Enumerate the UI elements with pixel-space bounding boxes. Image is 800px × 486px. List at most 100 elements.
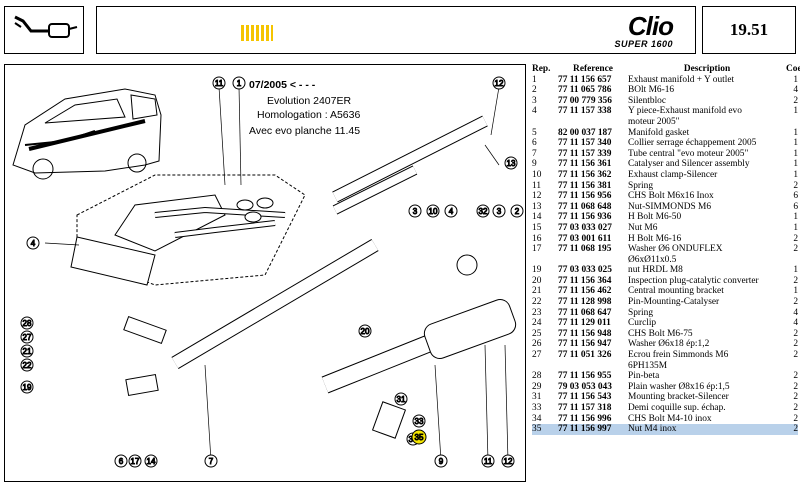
cell-coef (786, 255, 798, 266)
cell-rep: 34 (532, 413, 542, 424)
cell-rep: 31 (532, 392, 542, 403)
cell-coef: 2 (793, 95, 798, 106)
cell-coef: 1 (793, 148, 798, 159)
cell-desc: Y piece-Exhaust manifold evo (628, 106, 742, 117)
svg-text:19: 19 (23, 383, 32, 392)
cell-desc: Tube central "evo moteur 2005" (628, 148, 749, 159)
cell-desc: Mounting bracket-Silencer (628, 392, 729, 403)
header-description: Description (683, 64, 731, 74)
cell-rep: 28 (532, 371, 542, 382)
exhaust-thumbnail (4, 6, 84, 54)
evolution-label: Evolution 2407ER (267, 95, 352, 107)
table-row[interactable]: moteur 2005" (532, 117, 798, 128)
cell-coef: 2 (793, 244, 798, 255)
svg-text:33: 33 (415, 417, 424, 426)
cell-ref: 77 03 033 025 (558, 265, 612, 276)
cell-desc: H Bolt M6-16 (628, 233, 682, 244)
cell-rep: 16 (532, 233, 542, 244)
cell-desc: H Bolt M6-50 (628, 212, 682, 223)
cell-ref: 77 11 068 648 (558, 201, 612, 212)
cell-coef: 6 (793, 191, 798, 202)
cell-rep: 19 (532, 265, 542, 276)
evo-note: Avec evo planche 11.45 (249, 125, 361, 137)
cell-coef: 1 (793, 286, 798, 297)
table-row[interactable]: Ø6xØ11x0.5 (532, 255, 798, 266)
cell-coef: 2 (793, 339, 798, 350)
svg-text:10: 10 (429, 207, 438, 216)
cell-rep: 6 (532, 138, 537, 149)
cell-rep: 10 (532, 169, 542, 180)
evolution-date: 07/2005 < - - - (249, 79, 316, 91)
cell-ref: 77 03 001 611 (558, 233, 612, 244)
cell-rep: 11 (532, 180, 542, 191)
cell-coef: 2 (793, 350, 798, 361)
callout-13: 13 (507, 159, 516, 168)
cell-rep: 12 (532, 191, 542, 202)
table-row[interactable]: 6PH135M (532, 361, 798, 372)
gasket (70, 236, 156, 286)
callout-12: 12 (495, 79, 504, 88)
cell-rep: 15 (532, 222, 542, 233)
svg-text:3: 3 (413, 207, 418, 216)
cell-ref: 77 11 156 381 (558, 180, 612, 191)
cell-desc: Nut-SIMMONDS M6 (628, 201, 712, 212)
cell-ref: 77 03 033 027 (558, 222, 612, 233)
cell-coef: 2 (793, 328, 798, 339)
cell-desc: CHS Bolt M6-75 (628, 328, 693, 339)
cell-coef: 4 (793, 318, 798, 329)
svg-text:4: 4 (449, 207, 454, 216)
brand-subtitle: SUPER 1600 (614, 39, 673, 49)
cell-coef: 1 (793, 106, 798, 117)
hardware (123, 254, 478, 439)
callout-1: 1 (237, 79, 242, 88)
cell-desc: moteur 2005" (628, 116, 680, 127)
cell-desc: Spring (628, 180, 654, 191)
cell-ref: 77 11 156 936 (558, 212, 612, 223)
cell-rep: 5 (532, 127, 537, 138)
header-reference: Reference (573, 64, 613, 74)
cell-rep (532, 117, 558, 128)
page-number: 19.51 (702, 6, 796, 54)
cell-desc: Manifold gasket (628, 127, 690, 138)
cell-ref (558, 255, 628, 266)
cell-desc: Ecrou frein Simmonds M6 (628, 350, 729, 361)
cell-desc: Collier serrage échappement 2005 (628, 138, 757, 149)
cell-rep: 4 (532, 106, 537, 117)
cell-coef: 1 (793, 138, 798, 149)
cell-coef (786, 117, 798, 128)
cell-coef: 2 (793, 381, 798, 392)
cell-desc: Exhaust manifold + Y outlet (628, 74, 735, 85)
cell-ref: 77 11 156 996 (558, 413, 612, 424)
